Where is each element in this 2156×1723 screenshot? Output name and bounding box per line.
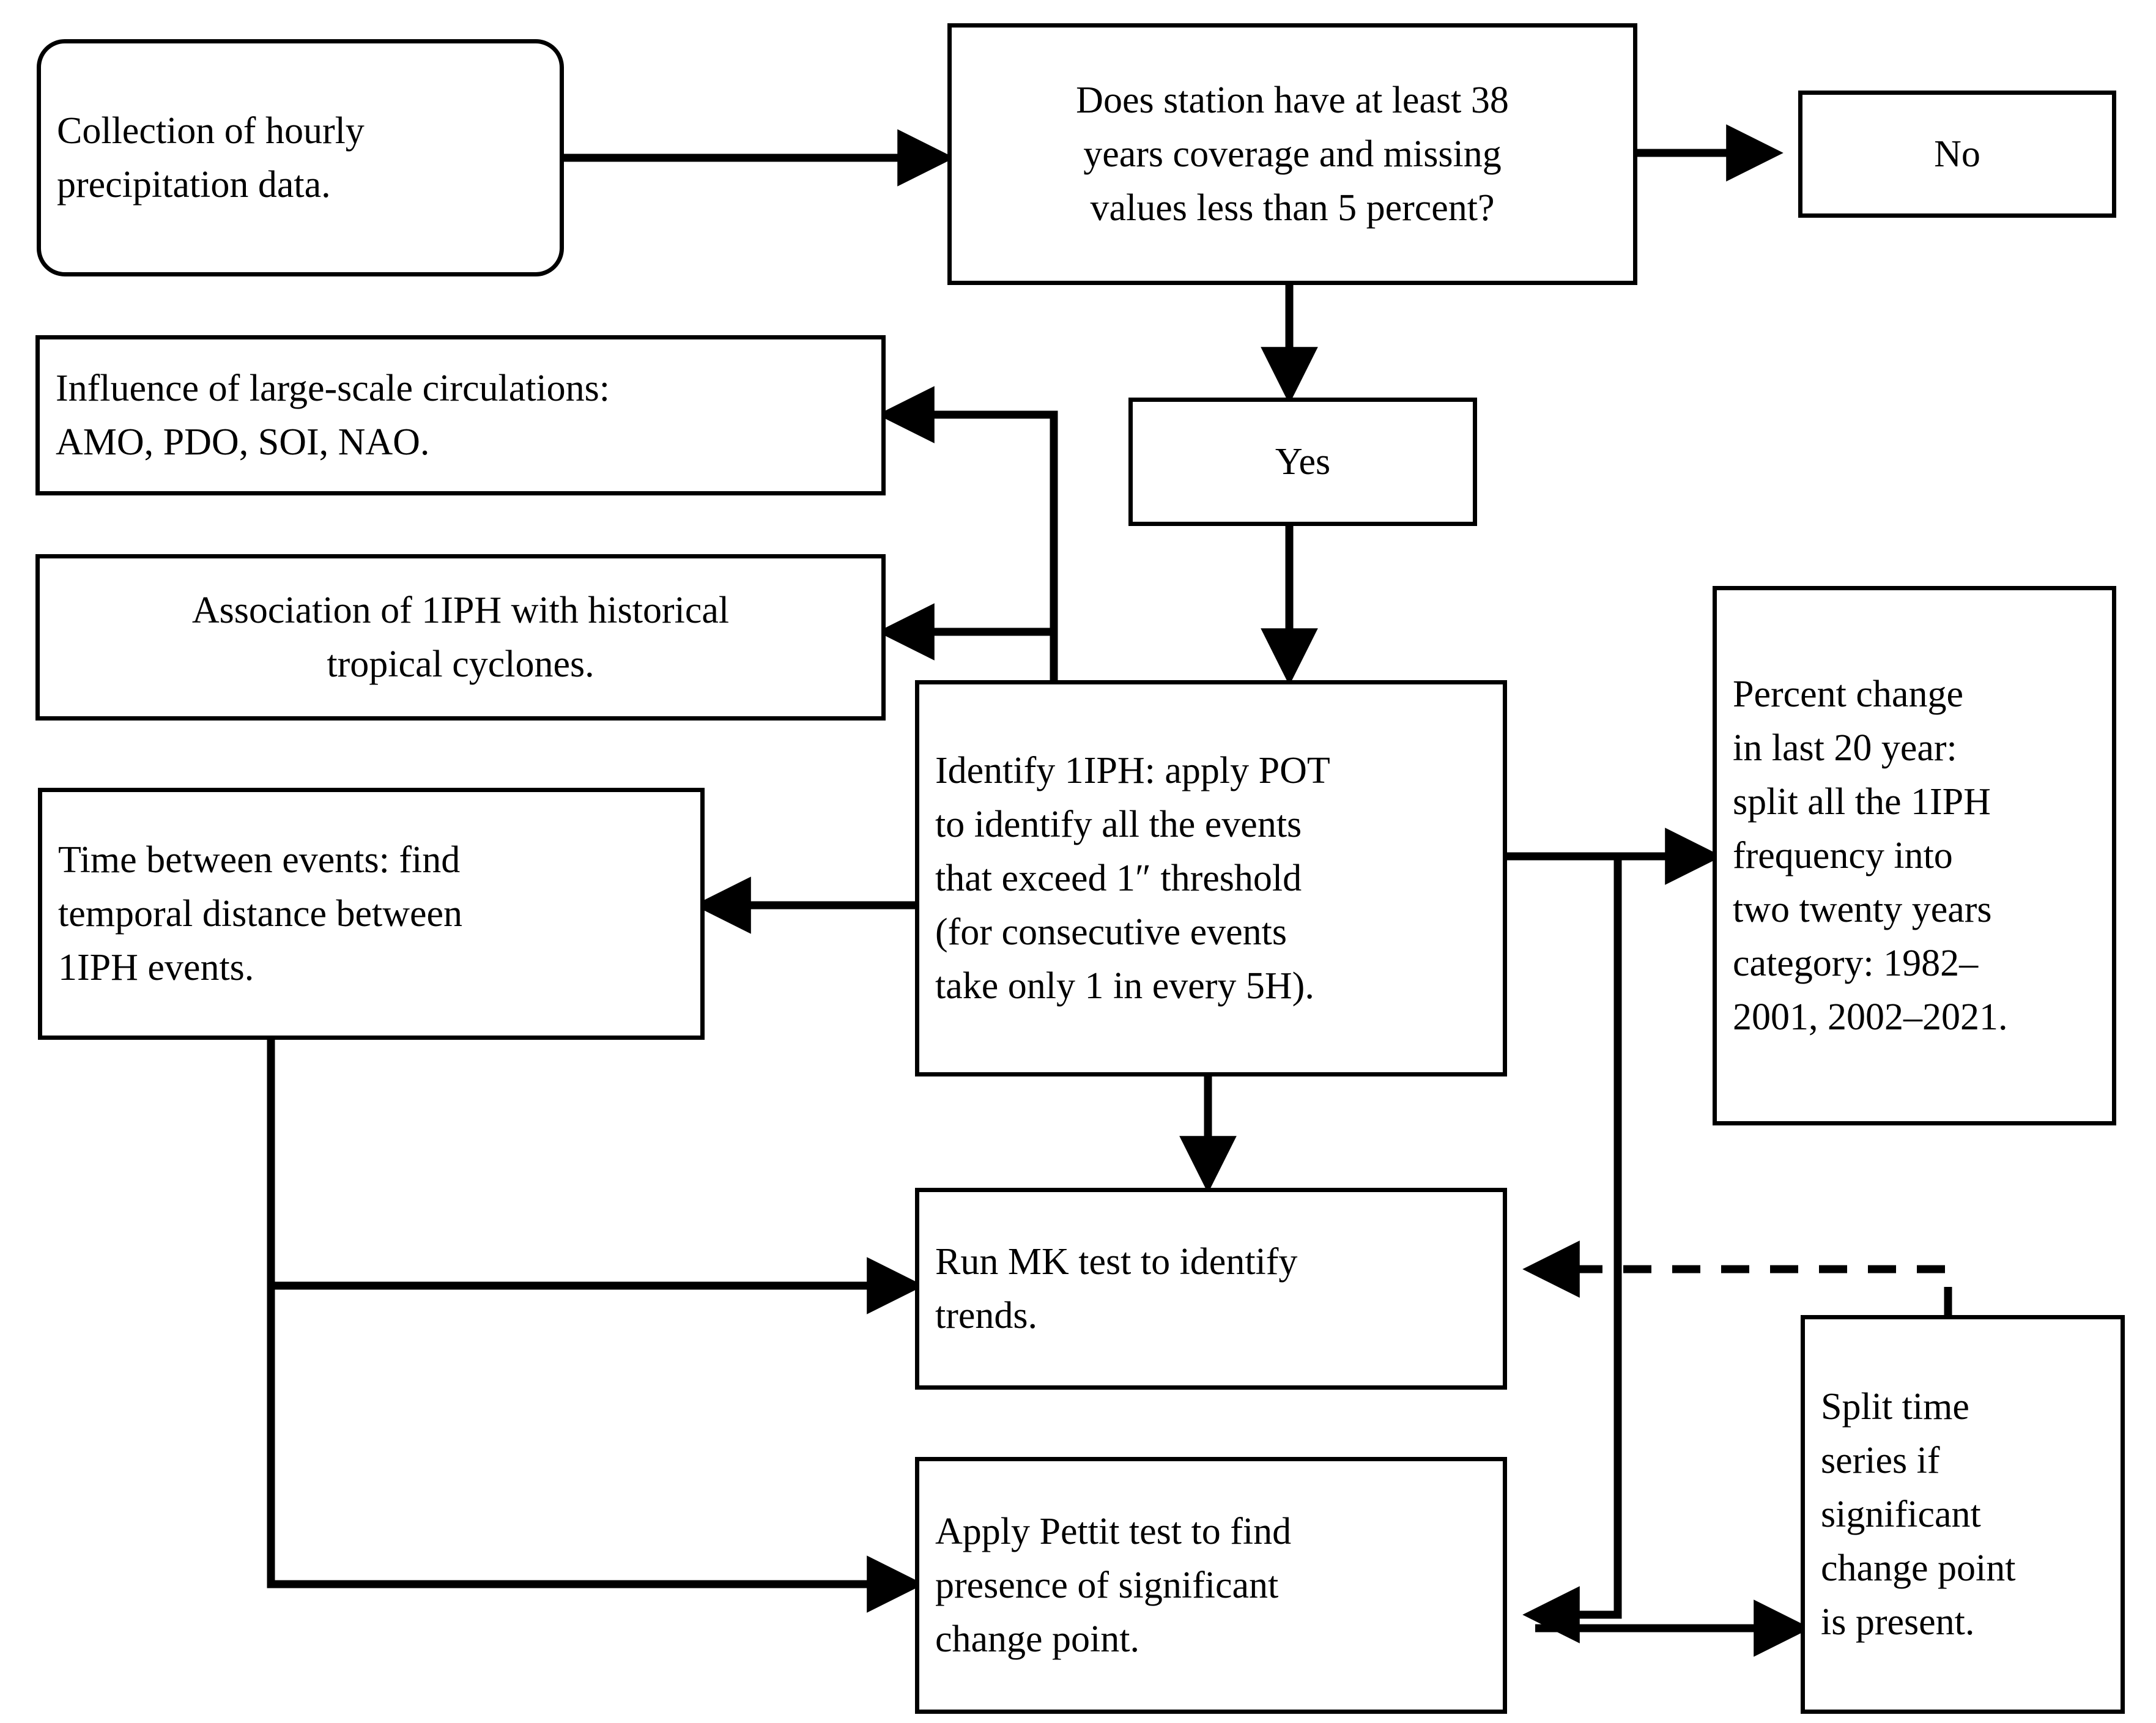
node-influence[interactable]: Influence of large-scale circulations: A… (35, 335, 886, 495)
node-no-label: No (1934, 133, 1980, 175)
node-collection[interactable]: Collection of hourly precipitation data. (37, 39, 564, 276)
node-percent-change-label: Percent change in last 20 year: split al… (1733, 673, 2008, 1039)
edge-time-between-to-mk (267, 1040, 924, 1314)
node-identify-label: Identify 1IPH: apply POT to identify all… (935, 749, 1330, 1007)
node-split-series-label: Split time series if significant change … (1821, 1385, 2016, 1643)
node-time-between-label: Time between events: find temporal dista… (58, 839, 463, 989)
node-collection-label: Collection of hourly precipitation data. (57, 109, 365, 206)
node-pettit-test[interactable]: Apply Pettit test to find presence of si… (915, 1457, 1507, 1714)
node-influence-label: Influence of large-scale circulations: A… (56, 367, 610, 463)
node-split-series[interactable]: Split time series if significant change … (1801, 1315, 2125, 1714)
edge-identify-to-pettit (1522, 856, 1622, 1643)
node-yes[interactable]: Yes (1128, 398, 1477, 526)
edge-split-to-mk-dashed (1522, 1240, 1952, 1315)
node-identify[interactable]: Identify 1IPH: apply POT to identify all… (915, 680, 1507, 1076)
node-pettit-test-label: Apply Pettit test to find presence of si… (935, 1510, 1292, 1661)
node-association[interactable]: Association of 1IPH with historical trop… (35, 554, 886, 721)
node-decision-label: Does station have at least 38 years cove… (1076, 79, 1509, 229)
node-percent-change[interactable]: Percent change in last 20 year: split al… (1713, 586, 2116, 1125)
node-association-label: Association of 1IPH with historical trop… (191, 589, 730, 685)
node-decision[interactable]: Does station have at least 38 years cove… (947, 23, 1637, 285)
node-no[interactable]: No (1798, 91, 2116, 218)
node-mk-test-label: Run MK test to identify trends. (935, 1240, 1298, 1336)
node-yes-label: Yes (1275, 440, 1331, 483)
node-time-between[interactable]: Time between events: find temporal dista… (38, 788, 705, 1040)
node-mk-test[interactable]: Run MK test to identify trends. (915, 1188, 1507, 1390)
edge-identify-to-influence (877, 386, 1058, 684)
edge-time-between-to-pettit (267, 1286, 924, 1613)
edge-identify-to-association (877, 603, 1058, 661)
edge-identify-to-percent-change (1505, 828, 1722, 885)
